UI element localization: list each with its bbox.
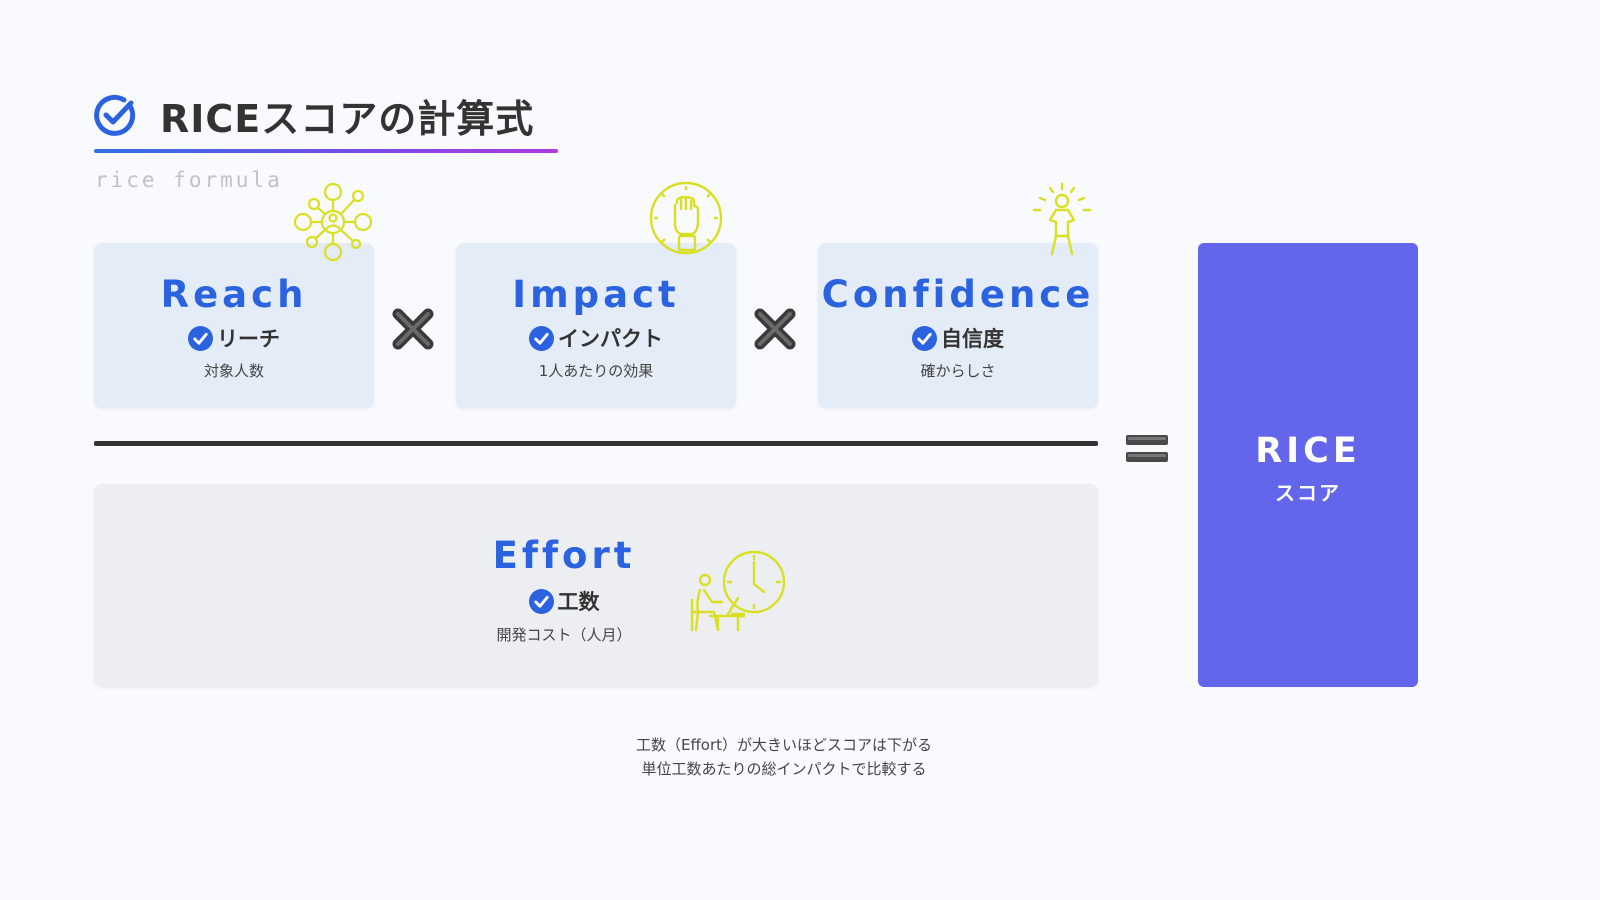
effort-label: 工数	[94, 586, 1034, 616]
reach-desc: 対象人数	[203, 362, 264, 380]
equals-icon	[1126, 435, 1168, 462]
reach-card: Reach リーチ 対象人数	[94, 243, 374, 408]
reach-jp: リーチ	[217, 327, 280, 351]
title-underline	[94, 149, 558, 153]
confidence-card: Confidence 自信度 確からしさ	[818, 243, 1098, 408]
footnote-line-2: 単位工数あたりの総インパクトで比較する	[641, 760, 927, 778]
check-icon	[188, 325, 213, 351]
confidence-jp: 自信度	[941, 327, 1004, 351]
impact-desc: 1人あたりの効果	[538, 362, 654, 380]
effort-panel: Effort 工数 開発コスト（人月）	[94, 484, 1098, 687]
result-subtitle: スコア	[1275, 481, 1341, 505]
impact-card: Impact インパクト 1人あたりの効果	[456, 243, 736, 408]
multiply-icon	[754, 308, 796, 350]
check-icon	[528, 588, 554, 614]
multiply-icon	[392, 308, 434, 350]
reach-label: リーチ	[94, 323, 374, 353]
confidence-label: 自信度	[818, 323, 1098, 353]
reach-title: Reach	[160, 273, 308, 316]
footnote-line-1: 工数（Effort）が大きいほどスコアは下がる	[635, 736, 933, 754]
result-title: RICE	[1255, 431, 1361, 471]
network-people-icon	[293, 182, 373, 262]
impact-title: Impact	[512, 273, 680, 316]
confidence-title: Confidence	[821, 273, 1095, 316]
effort-title: Effort	[492, 534, 636, 577]
check-circle-icon	[94, 94, 136, 136]
effort-jp: 工数	[557, 590, 600, 614]
impact-jp: インパクト	[558, 327, 663, 351]
footnote: 工数（Effort）が大きいほどスコアは下がる 単位工数あたりの総インパクトで比…	[560, 733, 1008, 781]
check-icon	[529, 325, 554, 351]
page-title: RICEスコアの計算式	[160, 97, 535, 141]
confident-person-icon	[1032, 182, 1092, 256]
impact-label: インパクト	[456, 323, 736, 353]
fraction-line	[94, 441, 1098, 446]
worker-clock-icon	[690, 550, 786, 632]
page-subtitle: rice formula	[95, 168, 283, 192]
check-icon	[912, 325, 937, 351]
rice-score-result: RICE スコア	[1198, 243, 1418, 687]
effort-desc: 開発コスト（人月）	[496, 626, 632, 644]
raised-fist-icon	[649, 181, 723, 255]
confidence-desc: 確からしさ	[920, 362, 996, 380]
